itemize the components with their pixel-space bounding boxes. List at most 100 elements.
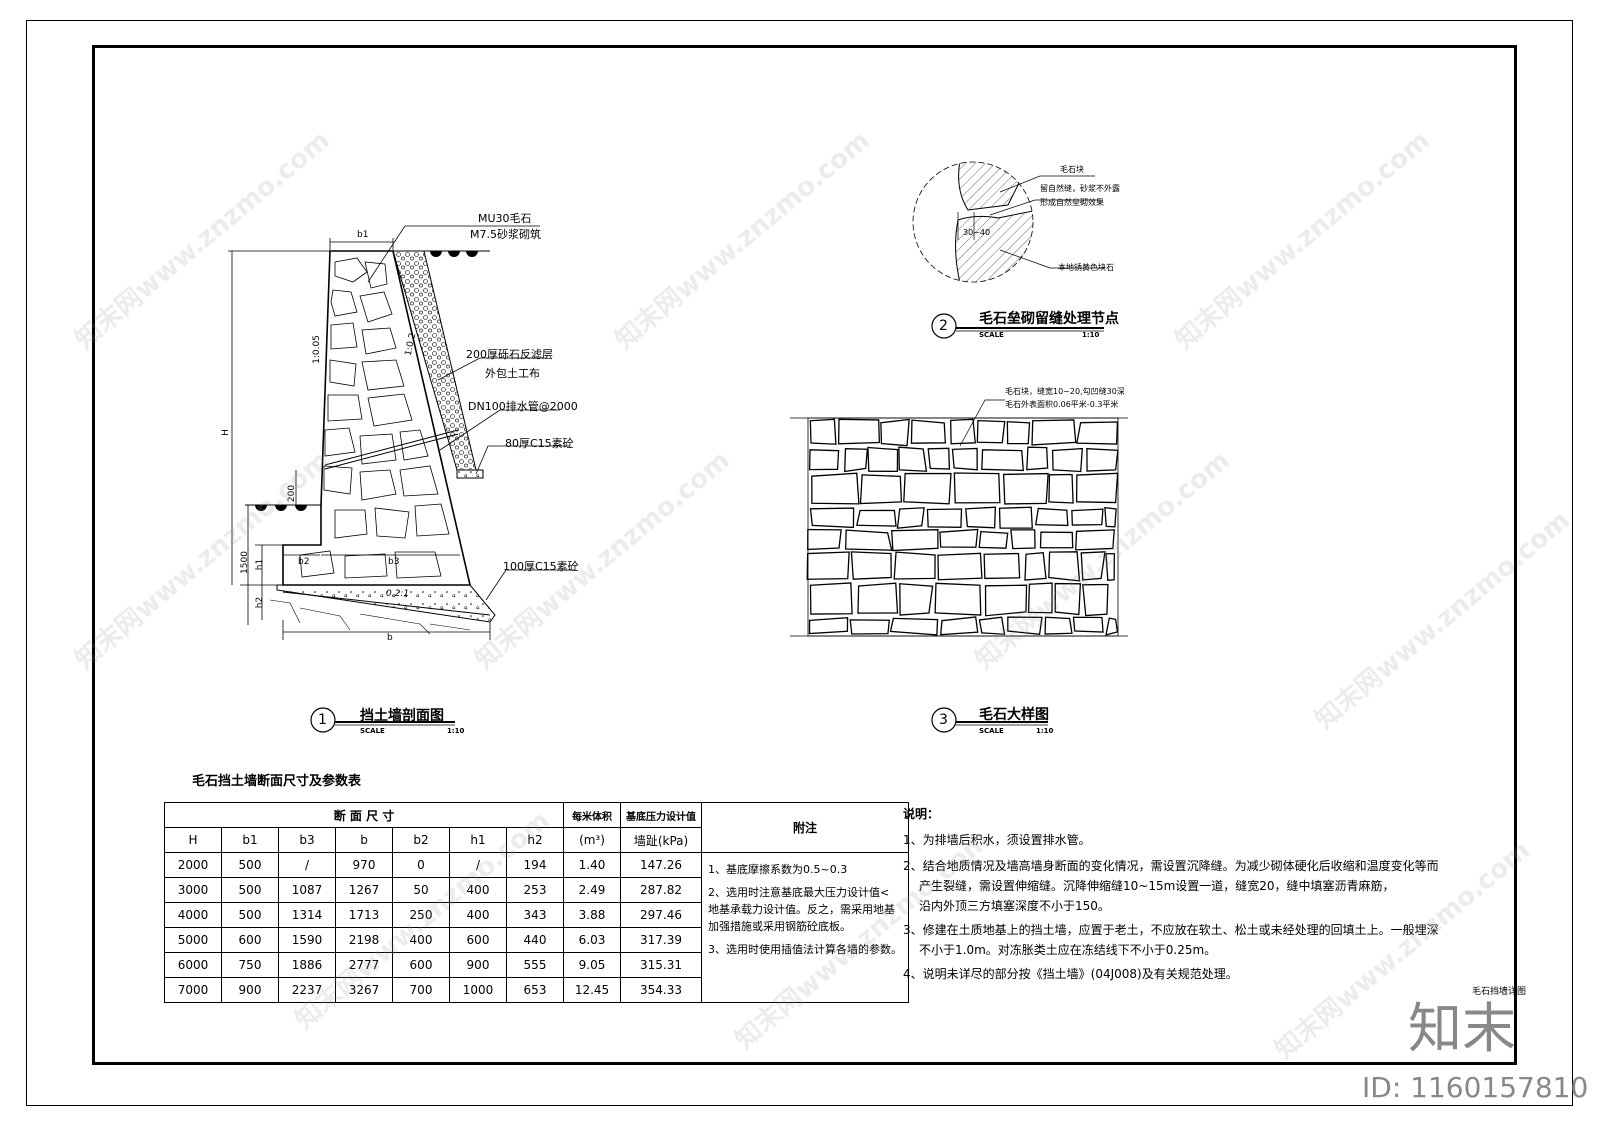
stone-block — [949, 418, 976, 445]
dim-b3: b3 — [388, 557, 400, 567]
dim-b2: b2 — [298, 557, 310, 567]
stone-block — [1027, 582, 1053, 614]
stone-block — [898, 446, 928, 472]
stone-block — [984, 584, 1028, 617]
id-label: ID: 1160157810 — [1362, 1071, 1589, 1104]
stone-block — [965, 506, 997, 529]
table-cell: 2000 — [164, 852, 222, 878]
stone-block — [1039, 531, 1074, 549]
stone-block — [1082, 583, 1109, 617]
table-cell: 1886 — [278, 952, 336, 978]
stone-block — [910, 419, 947, 444]
table-cell: 315.31 — [620, 952, 702, 978]
stone-block — [859, 474, 903, 505]
label-base-slope: 0.2:1 — [386, 589, 410, 599]
table-cell: 970 — [335, 852, 393, 878]
header-remarks: 附注 — [701, 802, 909, 853]
scale-ratio-3: 1:10 — [1036, 727, 1054, 735]
col-b2: b2 — [392, 827, 450, 853]
table-cell: 555 — [506, 952, 564, 978]
stone-block — [939, 616, 979, 636]
stone-block — [1044, 616, 1073, 635]
table-cell: 12.45 — [563, 977, 621, 1003]
dim-200: 200 — [287, 484, 298, 503]
note-line-3: 产生裂缝，需设置伸缩缝。沉降伸缩缝10~15m设置一道，缝宽20，缝中填塞沥青麻… — [919, 879, 1395, 893]
note-line-6: 不小于1.0m。对冻胀类土应在冻结线下不小于0.25m。 — [919, 943, 1217, 957]
scale-label-2: SCALE — [979, 331, 1004, 339]
parameter-table: 断 面 尺 寸 每米体积 基底压力设计值 附注 H b1 b3 b b2 h1 … — [164, 802, 909, 1003]
scale-ratio-1: 1:10 — [447, 727, 465, 735]
label-stone-joint-width: 毛石块，缝宽10~20,勾凹缝30深 — [1005, 387, 1125, 396]
table-cell: 653 — [506, 977, 564, 1003]
label-filter-layer: 200厚砾石反滤层 — [466, 348, 553, 361]
concrete-strip-80 — [456, 469, 484, 479]
table-cell: 4000 — [164, 902, 222, 928]
stone-block — [1031, 419, 1077, 446]
stone-block — [808, 617, 849, 635]
table-cell: / — [449, 852, 507, 878]
table-cell: 354.33 — [620, 977, 702, 1003]
stone-block — [937, 552, 983, 581]
drawing-name: 毛石挡墙详图 — [1472, 987, 1527, 997]
table-cell: 500 — [221, 902, 279, 928]
rubble-stone-pattern — [299, 257, 450, 579]
stone-block — [896, 507, 925, 529]
dim-b: b — [387, 633, 393, 643]
col-volume-unit: (m³) — [563, 827, 621, 853]
stone-block — [1007, 616, 1043, 635]
col-b1: b1 — [221, 827, 279, 853]
retaining-wall-section — [228, 225, 575, 733]
stone-block — [845, 529, 893, 551]
table-cell: 900 — [449, 952, 507, 978]
table-cell: 500 — [221, 877, 279, 903]
stone-block — [976, 419, 1006, 444]
table-cell: 1314 — [278, 902, 336, 928]
table-cell: 297.46 — [620, 902, 702, 928]
label-m75: M7.5砂浆砌筑 — [470, 228, 541, 241]
remark-line: 3、选用时使用插值法计算各墙的参数。 — [708, 943, 902, 956]
table-cell: 500 — [221, 852, 279, 878]
col-b3: b3 — [278, 827, 336, 853]
stone-block — [1075, 472, 1119, 504]
stone-block — [983, 552, 1021, 580]
stone-block — [850, 551, 892, 580]
stone-block — [807, 528, 842, 551]
detail-title-3: 毛石大样图 — [979, 707, 1049, 723]
table-cell: 2198 — [335, 927, 393, 953]
stone-block — [981, 449, 1024, 472]
dim-H: H — [220, 429, 231, 436]
header-volume: 每米体积 — [563, 802, 621, 828]
table-title: 毛石挡土墙断面尺寸及参数表 — [192, 774, 362, 789]
stone-block — [867, 446, 899, 473]
table-cell: 287.82 — [620, 877, 702, 903]
rubble-elevation — [790, 399, 1128, 733]
stone-block — [809, 418, 837, 445]
table-cell: 3.88 — [563, 902, 621, 928]
remark-line: 地基承载力设计值。反之，需采用地基 — [708, 903, 895, 916]
table-cell: 317.39 — [620, 927, 702, 953]
table-cell: 1000 — [449, 977, 507, 1003]
stone-block — [1075, 529, 1115, 551]
table-cell: 400 — [449, 902, 507, 928]
stone-block — [880, 418, 910, 447]
scale-label-3: SCALE — [979, 727, 1004, 735]
note-line-5: 3、修建在土质地基上的挡土墙，应置于老土，不应放在软土、松土或未经处理的回填土上… — [903, 923, 1439, 937]
stone-block — [927, 447, 951, 470]
table-cell: 750 — [221, 952, 279, 978]
stone-block — [1105, 553, 1116, 581]
stone-block — [856, 509, 897, 527]
stone-block — [1104, 506, 1117, 528]
stone-block — [903, 472, 952, 505]
stone-block — [809, 507, 855, 529]
table-cell: 194 — [506, 852, 564, 878]
detail-number-3: 3 — [939, 712, 948, 728]
table-cell: 2777 — [335, 952, 393, 978]
detail-number-2: 2 — [939, 318, 948, 334]
table-cell: 1267 — [335, 877, 393, 903]
drawing-frame — [92, 45, 1517, 1065]
table-cell: 1713 — [335, 902, 393, 928]
